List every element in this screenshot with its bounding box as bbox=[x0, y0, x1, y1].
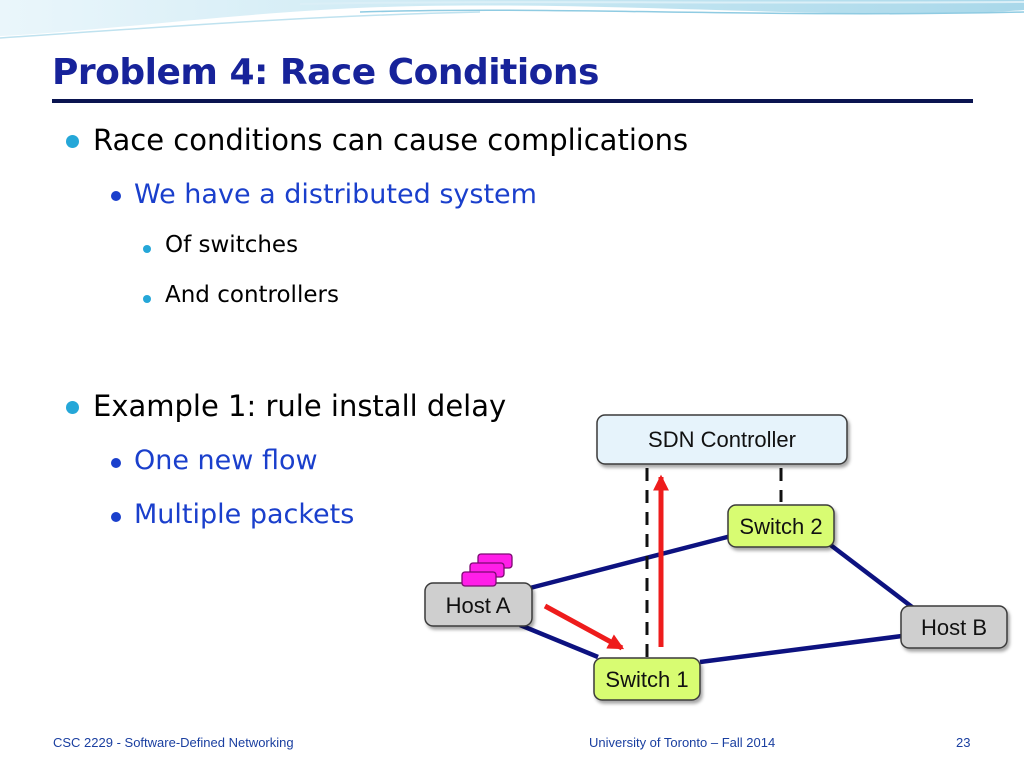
link-switch1-hostb bbox=[699, 633, 903, 665]
arrow-packet-to-switch1 bbox=[543, 603, 625, 651]
host-b-label: Host B bbox=[921, 615, 987, 640]
bullet-one-new-flow: One new flow bbox=[134, 445, 318, 476]
bullet-dot bbox=[143, 295, 151, 303]
packets-icon bbox=[461, 553, 513, 587]
footer-university: University of Toronto – Fall 2014 bbox=[589, 735, 776, 750]
bullet-dot bbox=[66, 135, 79, 148]
link-hosta-switch2 bbox=[529, 532, 736, 591]
bullet-dot bbox=[111, 191, 121, 201]
switch-1-label: Switch 1 bbox=[605, 667, 688, 692]
bullet-race-conditions: Race conditions can cause complications bbox=[93, 123, 689, 157]
bullet-dot bbox=[66, 401, 79, 414]
host-b-node: Host B bbox=[900, 605, 1008, 649]
bullet-distributed-system: We have a distributed system bbox=[134, 179, 537, 210]
switch-2-label: Switch 2 bbox=[739, 514, 822, 539]
sdn-controller-node: SDN Controller bbox=[596, 414, 848, 465]
bullet-dot bbox=[111, 458, 121, 468]
bullet-dot bbox=[111, 512, 121, 522]
bullet-example-1: Example 1: rule install delay bbox=[93, 389, 507, 423]
footer-course: CSC 2229 - Software-Defined Networking bbox=[53, 735, 294, 750]
footer-page-number: 23 bbox=[956, 735, 971, 750]
bullet-and-controllers: And controllers bbox=[165, 282, 339, 308]
bullet-of-switches: Of switches bbox=[165, 232, 299, 258]
sdn-controller-label: SDN Controller bbox=[648, 427, 796, 452]
bullet-dot bbox=[143, 245, 151, 253]
link-switch2-hostb bbox=[818, 535, 918, 612]
bullet-multiple-packets: Multiple packets bbox=[134, 499, 355, 530]
host-a-node: Host A bbox=[424, 582, 533, 627]
title-underline bbox=[52, 99, 973, 103]
header-wave-decoration bbox=[0, 0, 1024, 39]
link-hosta-switch1 bbox=[519, 622, 599, 660]
host-a-label: Host A bbox=[446, 593, 511, 618]
slide-title: Problem 4: Race Conditions bbox=[52, 52, 599, 93]
packet-icon bbox=[461, 571, 497, 587]
switch-2-node: Switch 2 bbox=[727, 504, 835, 548]
switch-1-node: Switch 1 bbox=[593, 657, 701, 701]
